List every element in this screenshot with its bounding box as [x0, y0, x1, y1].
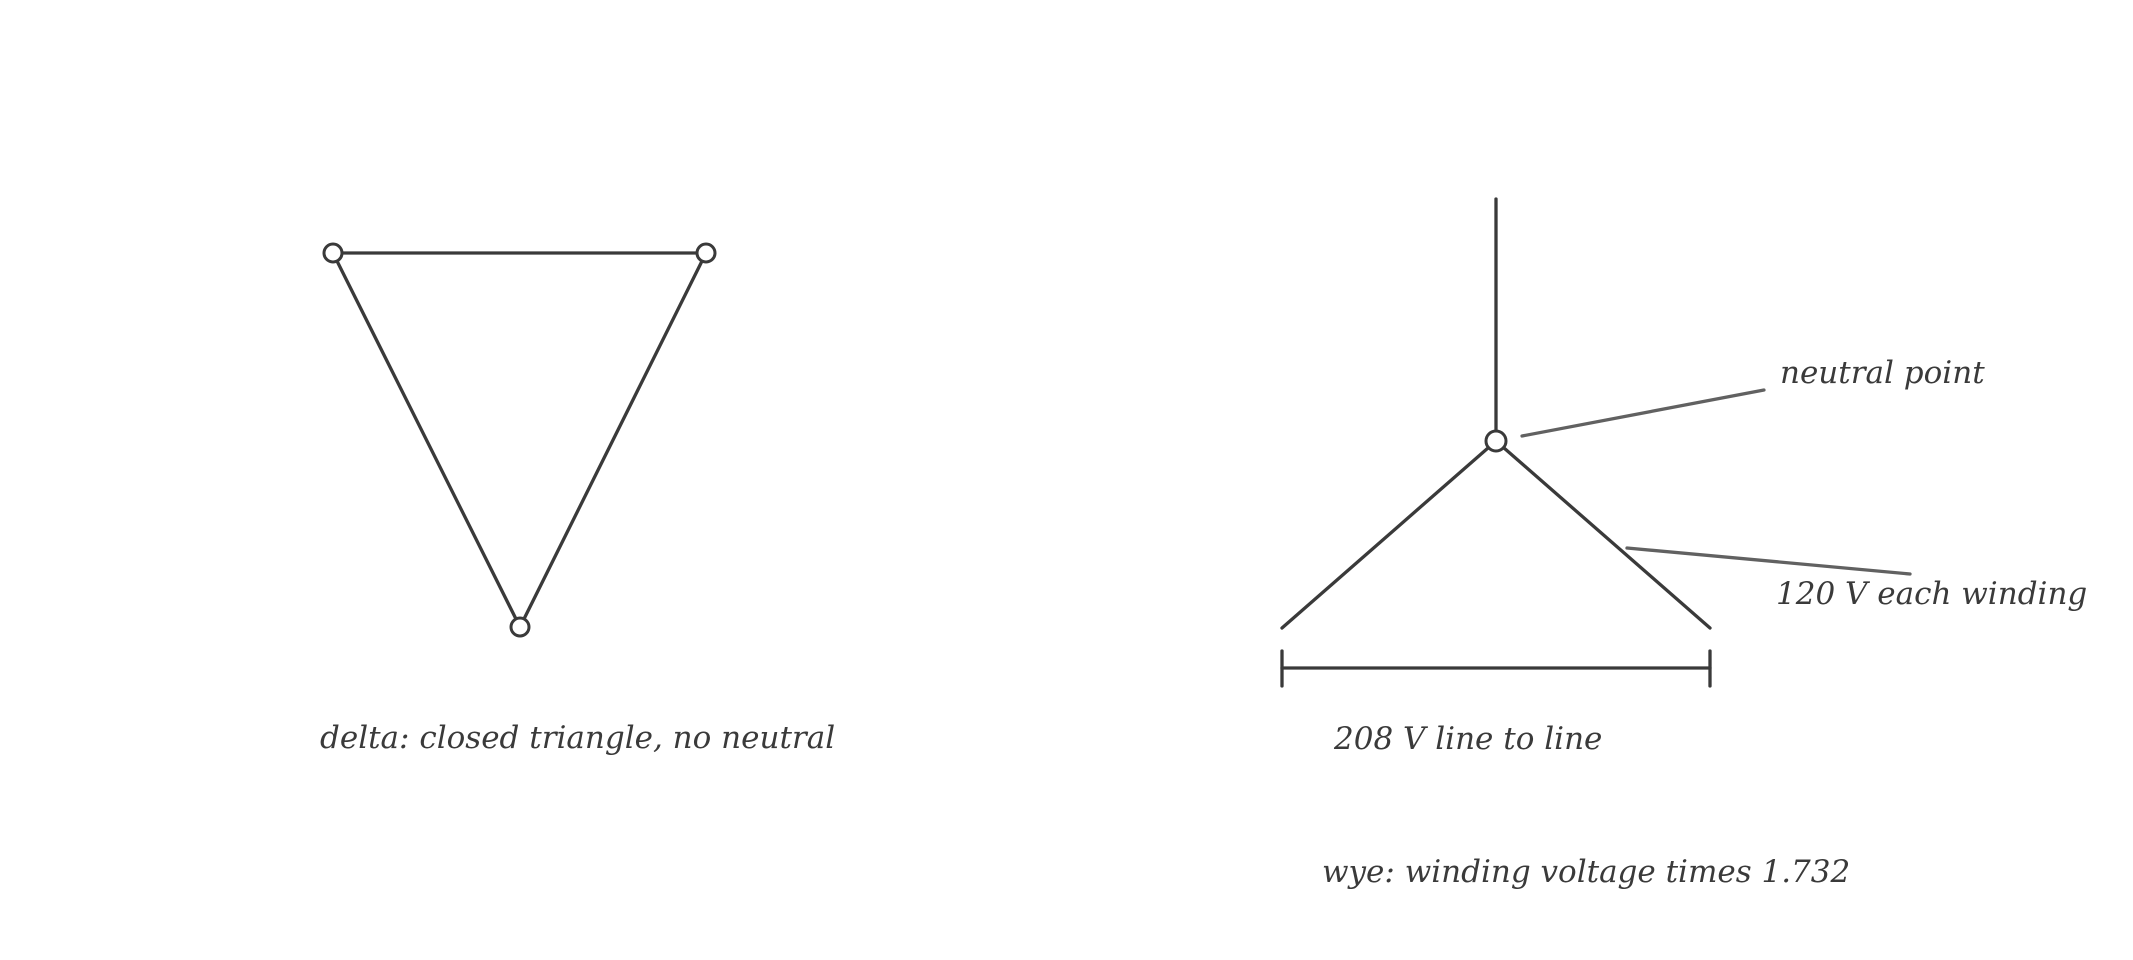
- wye-neutral-node: [1484, 429, 1508, 453]
- delta-right-side: [518, 251, 708, 629]
- winding-voltage-label: 120 V each winding: [1776, 576, 2087, 612]
- neutral-point-label: neutral point: [1780, 355, 1985, 391]
- delta-node-bottom: [509, 616, 531, 638]
- line-to-line-label: 208 V line to line: [1333, 721, 1602, 757]
- wye-right-winding: [1494, 439, 1712, 630]
- neutral-point-leader: [1520, 388, 1766, 438]
- wye-connection: [1280, 197, 1712, 630]
- delta-node-top-right: [695, 242, 717, 264]
- winding-leader: [1625, 546, 1912, 576]
- delta-node-top-left: [322, 242, 344, 264]
- delta-caption: delta: closed triangle, no neutral: [320, 720, 835, 756]
- wye-caption: wye: winding voltage times 1.732: [1322, 854, 1850, 890]
- wye-left-winding: [1280, 439, 1498, 630]
- delta-left-side: [331, 251, 522, 629]
- delta-connection: [322, 242, 717, 638]
- line-to-line-dimension: [1280, 649, 1712, 688]
